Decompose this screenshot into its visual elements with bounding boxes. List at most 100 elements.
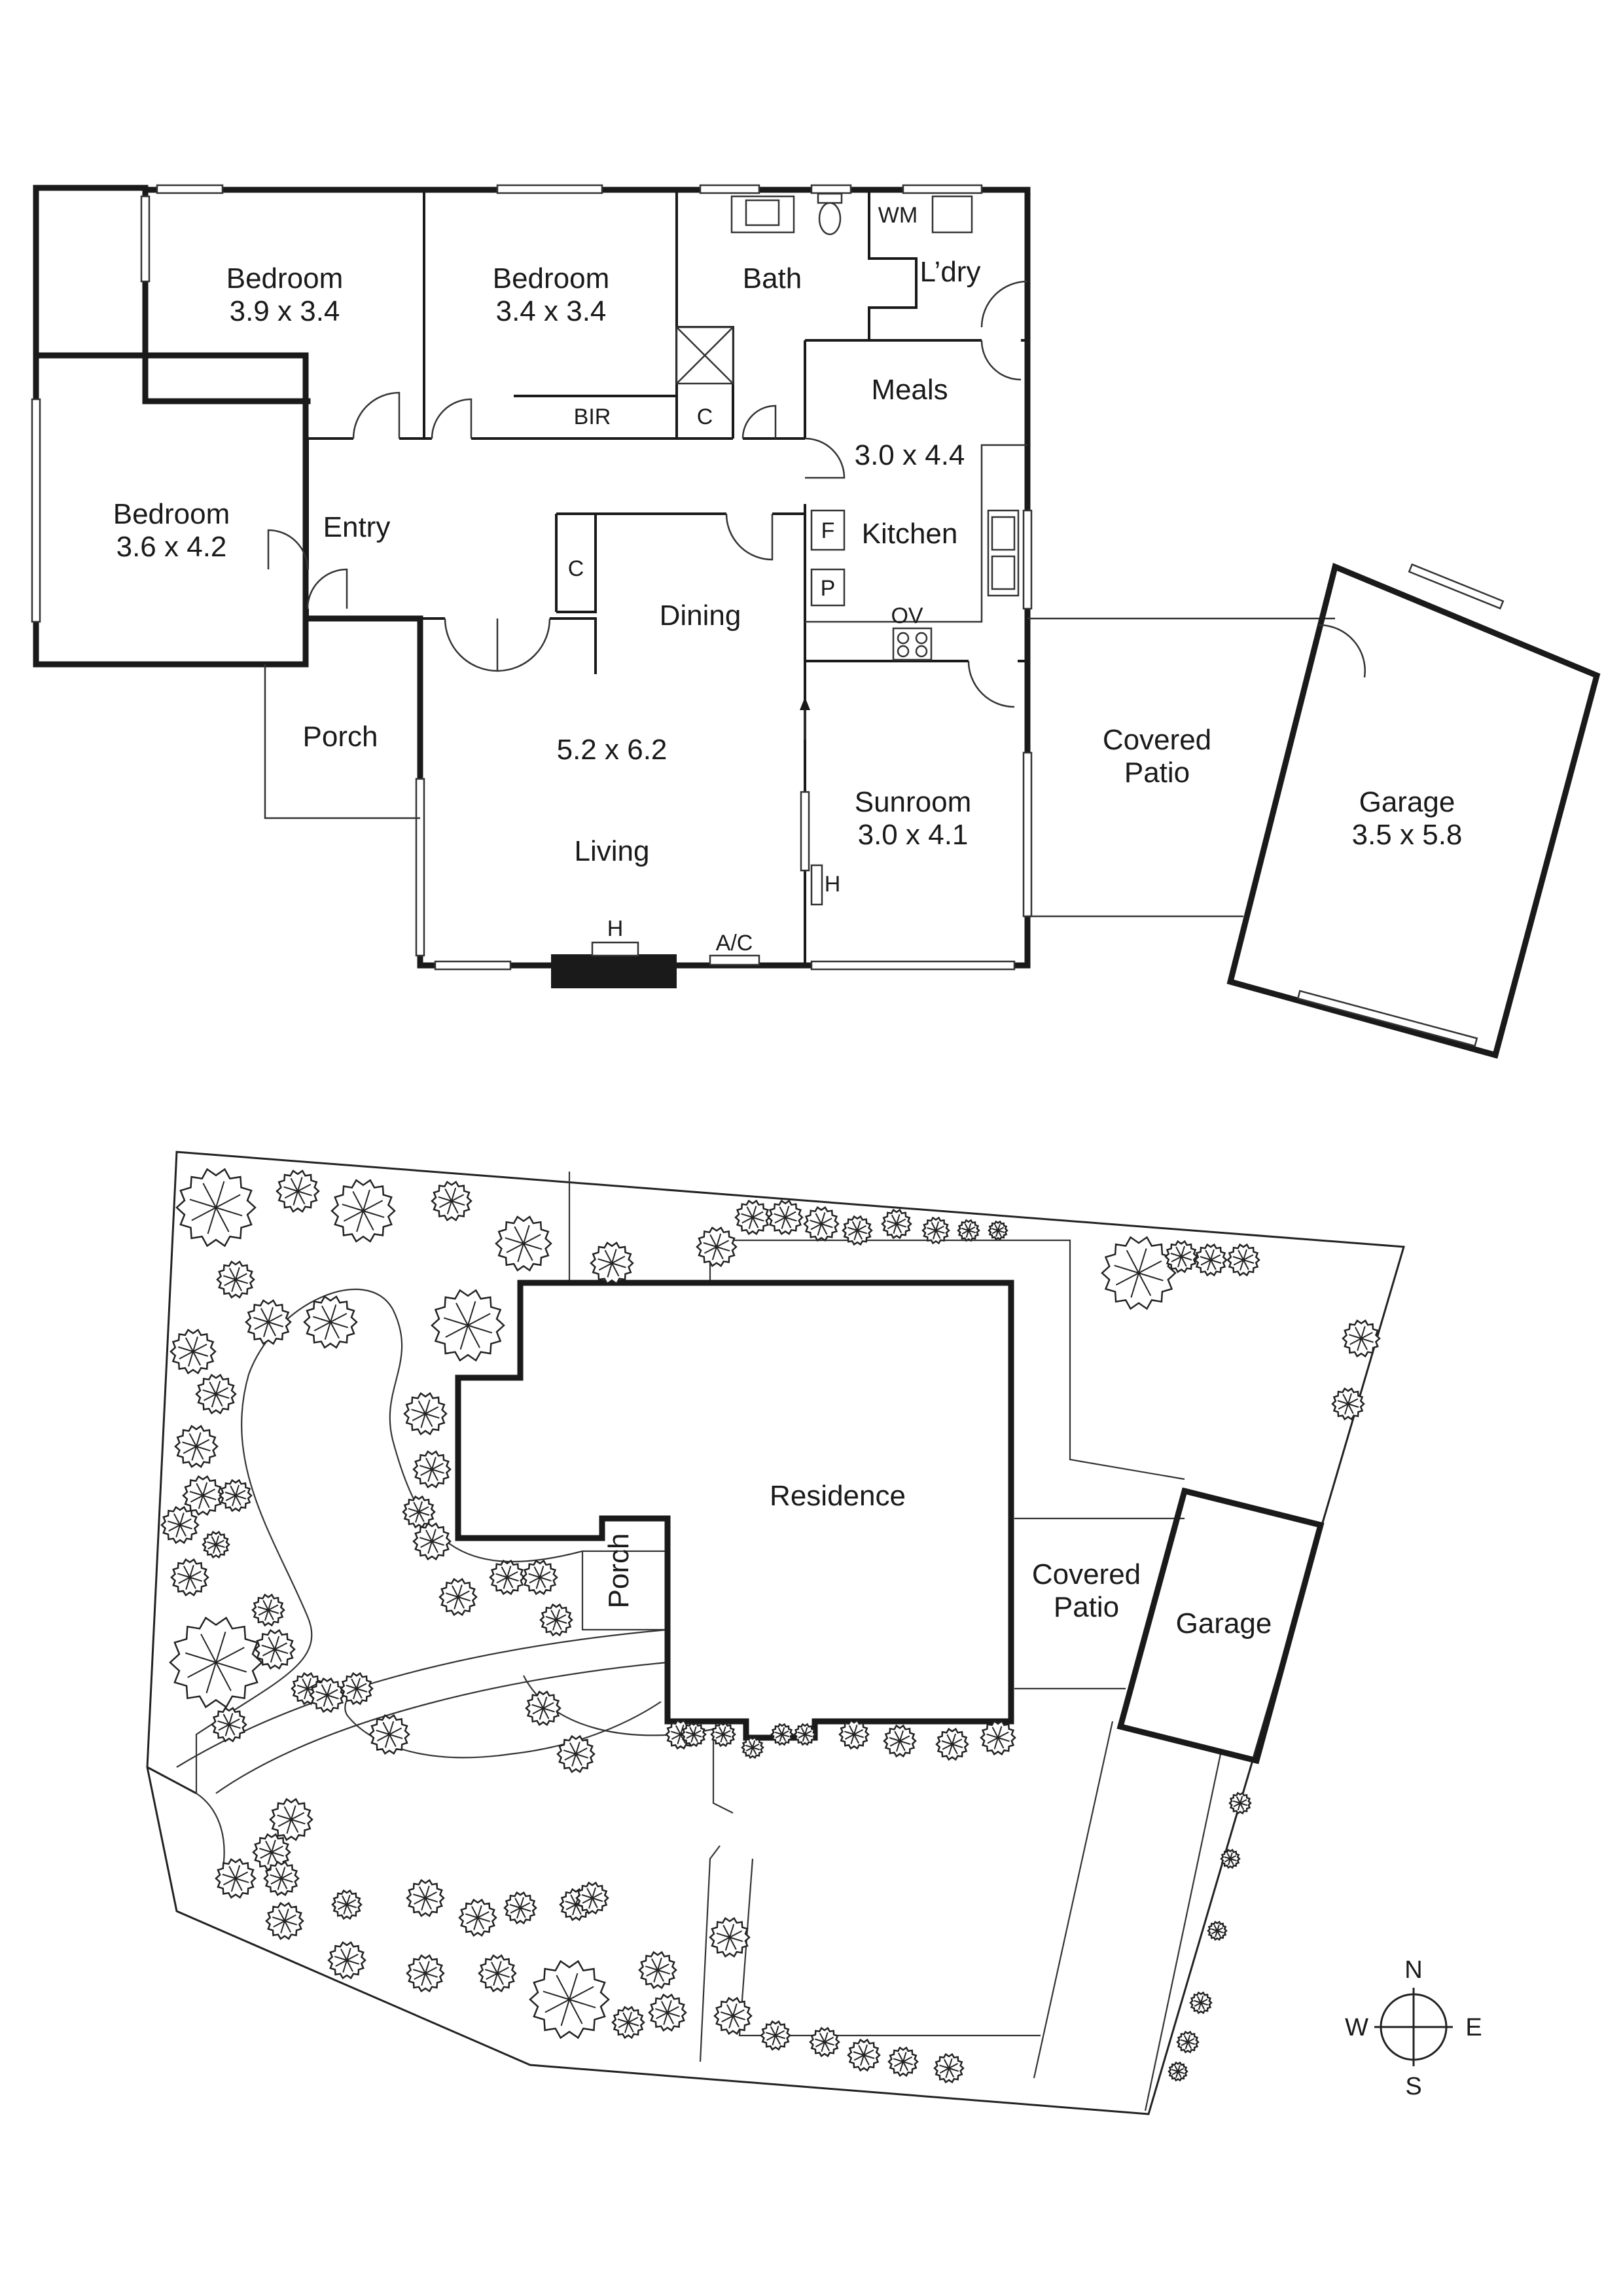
tree-icon xyxy=(1220,1848,1241,1869)
stove-burner xyxy=(915,645,928,658)
door-swing-icon xyxy=(267,529,309,570)
stove-burner xyxy=(915,632,928,645)
tree-icon xyxy=(331,1889,363,1920)
meals-dims: 3.0 x 4.4 xyxy=(855,439,965,471)
bir-label: BIR xyxy=(574,404,611,429)
residence-label: Residence xyxy=(770,1480,906,1512)
site-plan: Residence Porch Covered Patio Garage N S… xyxy=(146,1151,1482,2115)
heater-living-label: H xyxy=(607,916,624,941)
tree-icon xyxy=(793,1723,817,1746)
wall-entry-living xyxy=(420,617,597,674)
door-swing-icon xyxy=(725,513,774,561)
tree-icon xyxy=(263,1860,300,1897)
tree-icon xyxy=(169,1616,263,1709)
tree-icon xyxy=(327,1941,366,1980)
cupboard1-label: C xyxy=(697,404,713,429)
tree-icon xyxy=(741,1736,764,1759)
tree-icon xyxy=(988,1220,1008,1241)
door-swing-icon xyxy=(804,437,846,479)
door-swing-icon xyxy=(352,391,401,439)
ac-label: A/C xyxy=(716,931,753,956)
tree-icon xyxy=(438,1577,478,1617)
tree-icon xyxy=(1226,1243,1260,1277)
sink-icon-bowl2 xyxy=(991,555,1016,590)
house-outer-wall-top xyxy=(33,185,149,359)
window-living-west xyxy=(415,778,425,957)
bedroom1-dims: 3.9 x 3.4 xyxy=(230,295,340,327)
toilet-icon xyxy=(818,202,842,236)
tree-icon xyxy=(809,2026,840,2058)
entry-name: Entry xyxy=(323,511,391,543)
door-swing-icon xyxy=(431,398,473,439)
tree-icon xyxy=(529,1960,610,2039)
sunroom-dims: 3.0 x 4.1 xyxy=(858,819,969,851)
floor-plan: Bedroom 3.9 x 3.4 Bedroom 3.4 x 3.4 Bedr… xyxy=(31,184,1601,1059)
tree-icon xyxy=(525,1690,562,1727)
tree-icon xyxy=(412,1450,452,1489)
house-outer-wall-north xyxy=(142,185,311,404)
window-sunroom-east xyxy=(1022,751,1033,918)
tree-icon xyxy=(713,1996,753,2036)
window-bed3-west xyxy=(31,398,41,623)
tree-icon xyxy=(638,1950,677,1990)
driveway-edge xyxy=(215,1661,668,1794)
window-sunroom-int xyxy=(800,791,810,872)
tree-icon xyxy=(1228,1791,1252,1815)
tree-icon xyxy=(881,1208,912,1240)
window-garage-front xyxy=(1296,990,1478,1047)
living-name: Living xyxy=(575,835,650,867)
sink-icon-bowl1 xyxy=(991,516,1016,551)
tree-icon xyxy=(175,1168,257,1247)
tree-icon xyxy=(611,2005,645,2039)
tree-icon xyxy=(402,1495,436,1529)
oven-label: OV xyxy=(891,603,923,628)
site-boundary-inner xyxy=(147,1766,197,1795)
window-kitchen-east xyxy=(1022,509,1033,610)
trees-group xyxy=(160,1168,1381,2084)
tree-icon xyxy=(330,1179,396,1243)
tree-icon xyxy=(539,1603,573,1637)
tree-icon xyxy=(245,1299,292,1345)
tree-icon xyxy=(575,1881,609,1915)
tree-icon xyxy=(709,1917,751,1958)
site-garage-outline xyxy=(1116,1487,1325,1765)
ac-unit xyxy=(709,954,760,966)
sunroom-arrow-head xyxy=(800,697,810,710)
tree-icon xyxy=(202,1530,230,1559)
window-sunroom-south xyxy=(810,960,1016,971)
living-dims: 5.2 x 6.2 xyxy=(557,734,668,766)
tree-icon xyxy=(842,1215,873,1246)
fireplace xyxy=(551,954,677,988)
heater-sunroom-box xyxy=(810,864,823,906)
door-swing-icon xyxy=(967,660,1015,708)
tree-icon xyxy=(265,1901,304,1941)
tree-icon xyxy=(767,1199,804,1236)
tree-icon xyxy=(1101,1236,1177,1310)
tree-icon xyxy=(770,1723,794,1746)
tree-icon xyxy=(478,1954,517,1993)
tree-icon xyxy=(921,1216,950,1245)
tree-icon xyxy=(403,1391,448,1436)
site-porch-label: Porch xyxy=(603,1534,635,1609)
door-swing-icon xyxy=(1318,624,1366,678)
tree-icon xyxy=(182,1475,224,1516)
tree-icon xyxy=(174,1424,219,1469)
tree-icon xyxy=(847,2038,881,2072)
site-patio-line1: Covered xyxy=(1032,1558,1141,1590)
garage-dims: 3.5 x 5.8 xyxy=(1352,819,1463,851)
tree-icon xyxy=(406,1878,445,1918)
tree-icon xyxy=(1207,1920,1228,1941)
tree-icon xyxy=(1189,1991,1213,2015)
window-bath2 xyxy=(810,184,852,194)
tree-icon xyxy=(340,1672,374,1706)
pantry-label: P xyxy=(821,576,836,601)
tree-icon xyxy=(760,2020,791,2051)
tree-icon xyxy=(1164,1240,1198,1274)
garden-bed xyxy=(195,1288,583,1873)
fence-line xyxy=(1033,1721,1114,2079)
pantry-box xyxy=(810,568,846,607)
porch-outline xyxy=(264,664,420,819)
tree-icon xyxy=(431,1181,473,1221)
bedroom3-dims: 3.6 x 4.2 xyxy=(116,531,227,563)
